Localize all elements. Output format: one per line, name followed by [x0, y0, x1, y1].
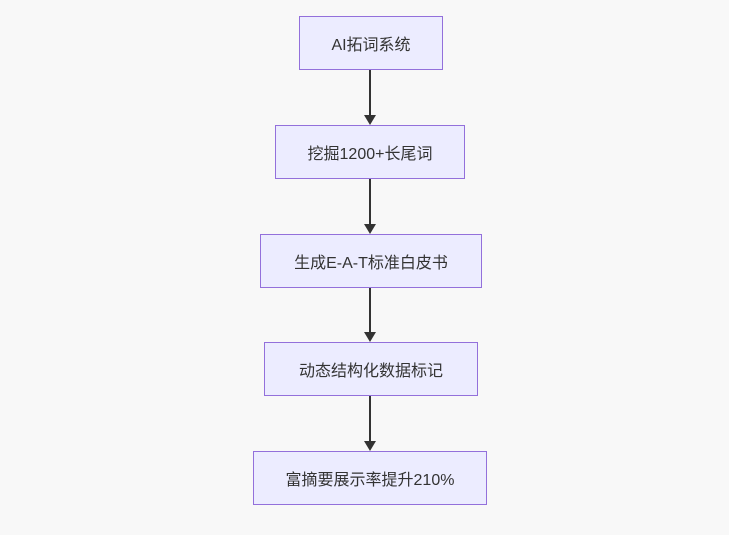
node-label: AI拓词系统 — [331, 37, 411, 54]
flow-edge — [369, 179, 371, 224]
flowchart-node-longtail-keywords: 挖掘1200+长尾词 — [275, 125, 465, 179]
node-label: 富摘要展示率提升210% — [285, 472, 455, 489]
node-label: 挖掘1200+长尾词 — [307, 146, 433, 163]
arrow-down-icon — [364, 115, 376, 125]
flowchart-node-structured-data: 动态结构化数据标记 — [264, 342, 478, 396]
arrow-down-icon — [364, 332, 376, 342]
flowchart-node-rich-snippet-result: 富摘要展示率提升210% — [253, 451, 487, 505]
flowchart-node-eat-whitepaper: 生成E-A-T标准白皮书 — [260, 234, 482, 288]
flow-edge — [369, 70, 371, 115]
flow-edge — [369, 288, 371, 332]
flowchart-node-ai-system: AI拓词系统 — [299, 16, 443, 70]
node-label: 生成E-A-T标准白皮书 — [294, 255, 448, 272]
node-label: 动态结构化数据标记 — [298, 363, 443, 380]
arrow-down-icon — [364, 224, 376, 234]
arrow-down-icon — [364, 441, 376, 451]
flow-edge — [369, 396, 371, 441]
